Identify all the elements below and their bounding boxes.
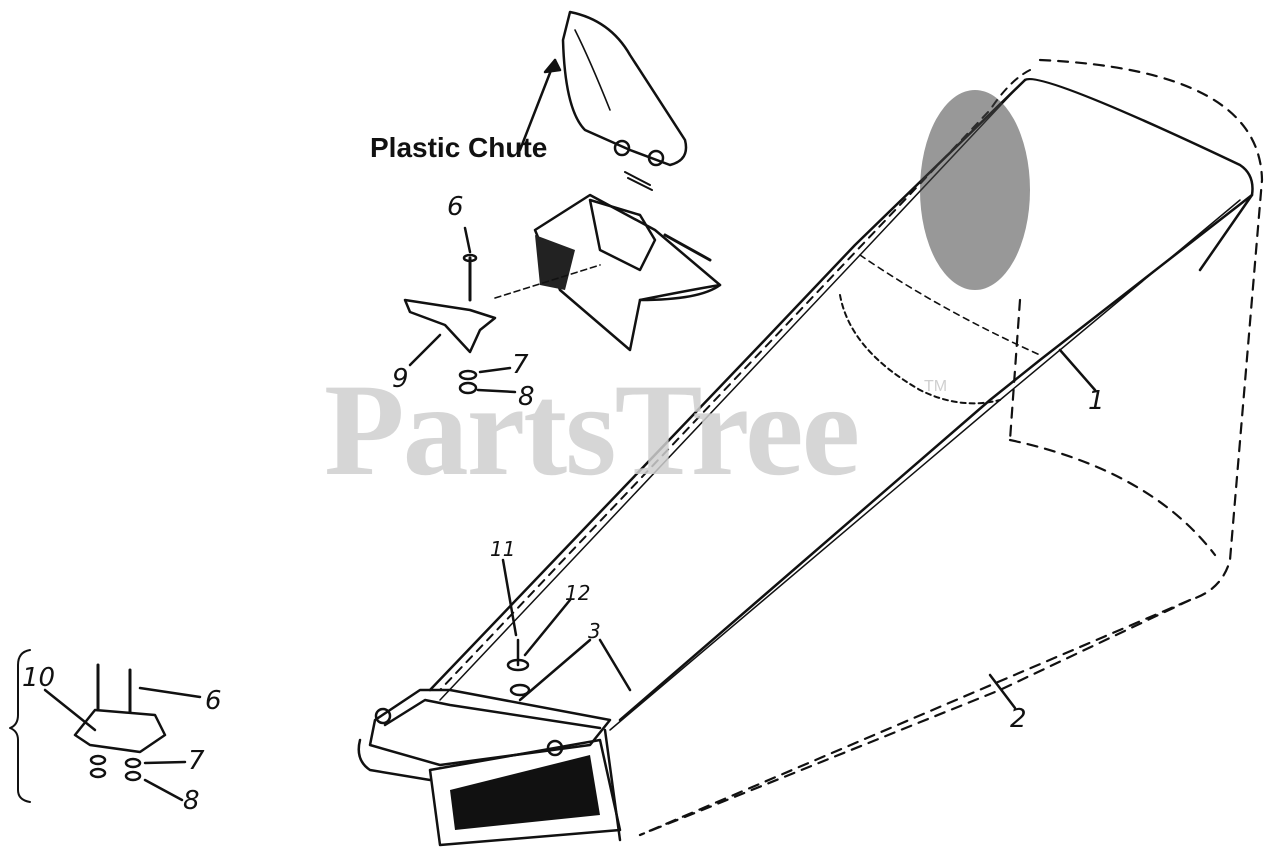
grass-bag-side xyxy=(1008,298,1022,442)
leader-3b xyxy=(598,638,632,692)
plastic-chute xyxy=(561,10,688,167)
leader-chute xyxy=(518,58,557,152)
grass-bag-lower xyxy=(638,598,1192,837)
grass-bag-top xyxy=(439,69,1031,691)
leader-8-side xyxy=(143,778,184,802)
bag-frame-cross xyxy=(859,254,1041,356)
discharge-dark xyxy=(535,235,575,290)
bracket-10 xyxy=(73,708,167,754)
part-label-11: 11 xyxy=(490,537,516,561)
hinge-bracket xyxy=(588,198,657,272)
grass-bag-bottom xyxy=(1008,438,1217,557)
deck-edge xyxy=(638,283,722,302)
nut-8-top xyxy=(458,381,478,395)
bolt-6-top-head xyxy=(462,253,478,263)
part-label-8-side: 8 xyxy=(183,786,200,816)
frame-knob-left xyxy=(374,707,392,725)
bag-front-inner xyxy=(383,698,602,730)
bag-opening-dark xyxy=(450,755,600,830)
leader-6-side xyxy=(138,686,202,699)
assembly-brace xyxy=(9,649,31,803)
part-label-2: 2 xyxy=(1010,704,1027,734)
leader-8-top xyxy=(476,388,517,394)
leader-7-top xyxy=(478,366,512,374)
washer-12 xyxy=(506,658,530,672)
bag-mesh-shading xyxy=(920,90,1030,290)
bag-front-frame xyxy=(368,688,612,767)
bag-opening xyxy=(428,738,622,847)
bag-frame-chain xyxy=(839,294,1001,405)
leader-1 xyxy=(1058,348,1097,392)
washer-7-top xyxy=(458,369,478,381)
grass-bag-outline xyxy=(638,58,1264,837)
leader-7-side xyxy=(143,760,187,765)
leader-6-top xyxy=(463,226,472,254)
leader-9 xyxy=(408,333,442,367)
nut-under-frame xyxy=(509,683,531,697)
leader-2 xyxy=(988,673,1017,710)
part-label-12: 12 xyxy=(565,581,591,605)
nut-8-side xyxy=(124,770,142,782)
chute-spring xyxy=(624,171,653,191)
bag-side-bar xyxy=(603,728,622,842)
part-label-3: 3 xyxy=(588,619,601,643)
part-label-7-top: 7 xyxy=(512,350,529,380)
part-label-10: 10 xyxy=(22,663,56,693)
plastic-chute-callout: Plastic Chute xyxy=(370,132,548,163)
leader-12 xyxy=(523,598,572,657)
part-label-6-side: 6 xyxy=(205,686,222,716)
bag-frame-inner-right xyxy=(609,199,1241,731)
frame-knob-right xyxy=(546,739,564,757)
leader-11 xyxy=(501,558,518,637)
plastic-chute-inner xyxy=(574,29,611,111)
part-label-6-top: 6 xyxy=(447,192,464,222)
part-label-1: 1 xyxy=(1088,386,1105,416)
part-label-7-side: 7 xyxy=(188,746,205,776)
leader-3a xyxy=(518,638,592,702)
nut-8-side-b xyxy=(89,767,107,779)
leader-chute-head xyxy=(543,58,562,74)
part-label-8-top: 8 xyxy=(518,382,535,412)
part-label-9: 9 xyxy=(392,364,409,394)
chute-pivot-left xyxy=(613,139,631,157)
watermark-trademark: TM xyxy=(924,378,948,395)
hinge-pin xyxy=(663,233,712,262)
bag-handle-bar xyxy=(357,738,432,782)
bag-frame-top-rail xyxy=(1023,77,1254,272)
washer-7-side xyxy=(124,757,142,769)
leader-line-bracket xyxy=(494,264,601,299)
chute-pivot-right xyxy=(647,149,665,167)
bracket-9 xyxy=(403,298,497,354)
leader-10 xyxy=(43,688,97,732)
washer-7-side-b xyxy=(89,754,107,766)
